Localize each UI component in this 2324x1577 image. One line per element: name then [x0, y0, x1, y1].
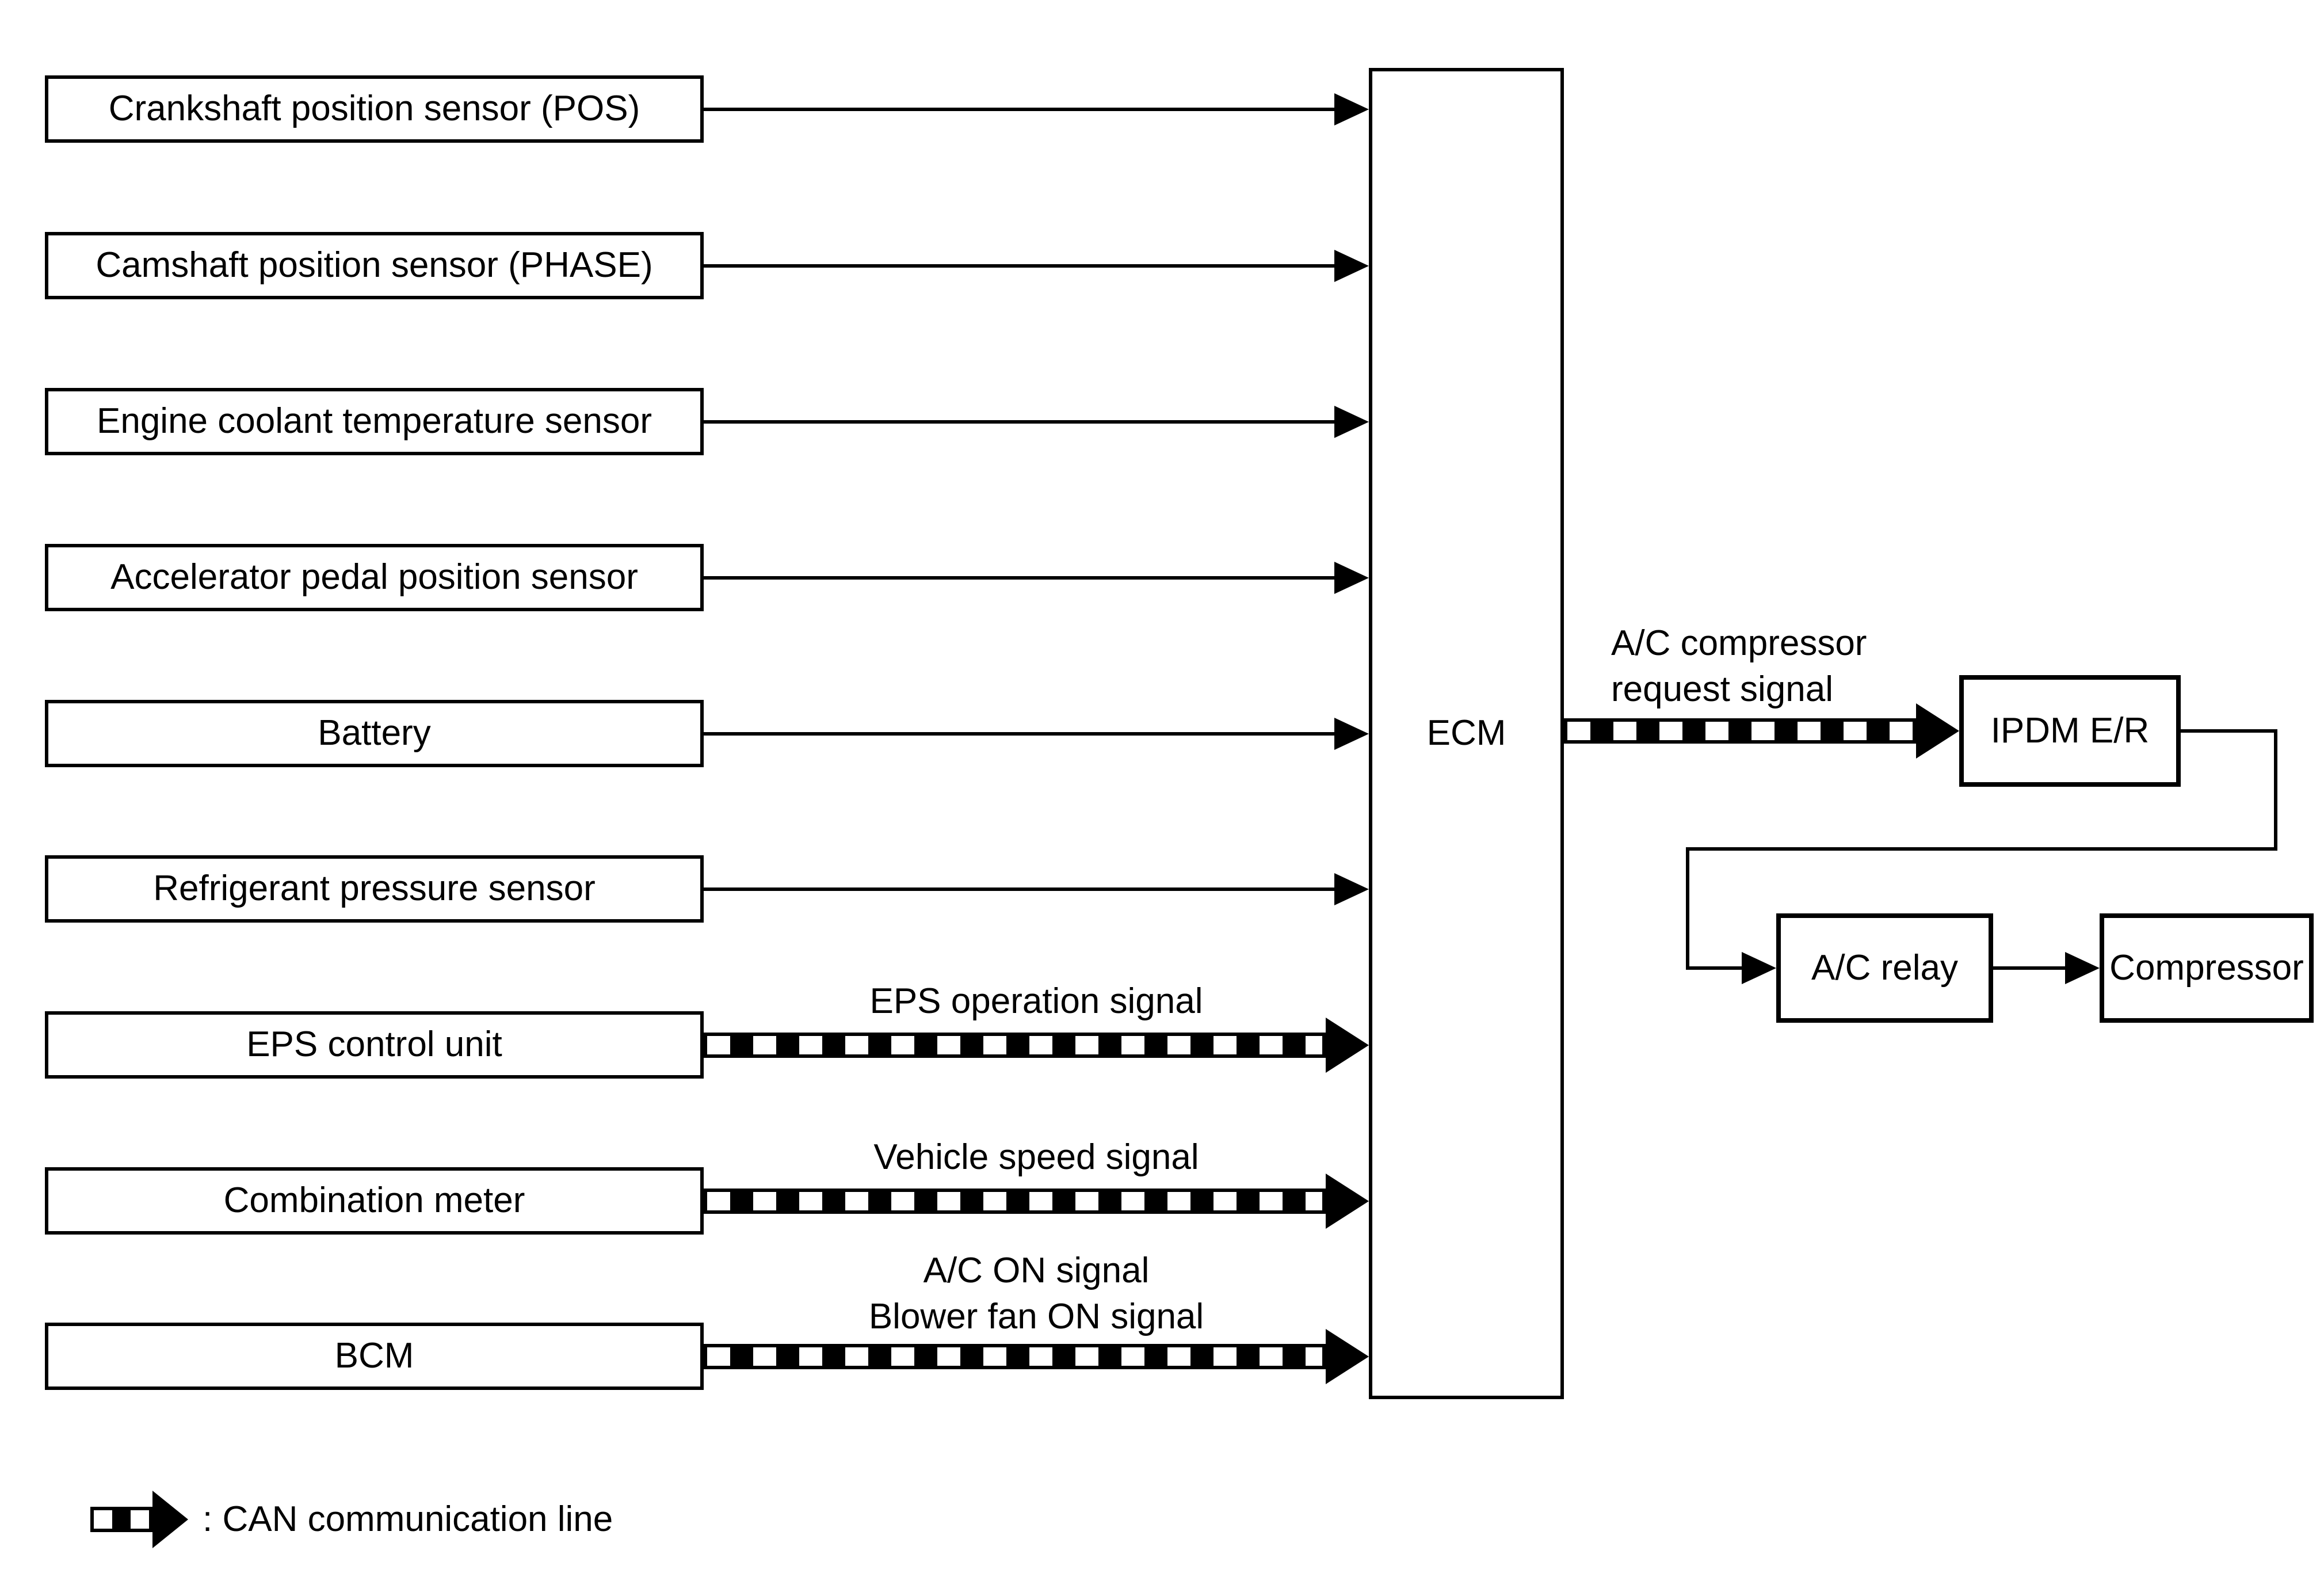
can-arrowhead-icon [1326, 1329, 1369, 1384]
can-arrowhead-icon [152, 1491, 188, 1548]
input-box-label: Crankshaft position sensor (POS) [108, 89, 640, 129]
solid-arrowhead-icon [1334, 93, 1369, 125]
solid-arrow-line [704, 264, 1337, 268]
ipdm-er-box: IPDM E/R [1959, 675, 2181, 787]
compressor-label: Compressor [2109, 947, 2304, 988]
solid-arrow-line [1993, 966, 2069, 970]
input-box-engine-coolant-temperature-sensor: Engine coolant temperature sensor [45, 388, 704, 455]
compressor-box: Compressor [2100, 913, 2314, 1023]
can-line [704, 1189, 1326, 1214]
input-box-label: BCM [334, 1336, 414, 1376]
solid-arrow-line [704, 732, 1337, 736]
input-box-combination-meter: Combination meter [45, 1167, 704, 1235]
signal-label-ac-on: A/C ON signal [923, 1251, 1150, 1290]
connector-segment [1686, 847, 2277, 851]
connector-segment [2274, 729, 2277, 851]
can-arrowhead-icon [1326, 1018, 1369, 1073]
solid-arrowhead-icon [1334, 718, 1369, 750]
ecm-box: ECM [1369, 68, 1564, 1399]
input-box-accelerator-pedal-position-sensor: Accelerator pedal position sensor [45, 544, 704, 611]
solid-arrowhead-icon [1742, 952, 1776, 984]
input-box-camshaft-position-sensor: Camshaft position sensor (PHASE) [45, 232, 704, 299]
solid-arrowhead-icon [1334, 406, 1369, 438]
connector-segment [1686, 847, 1689, 970]
input-box-label: Battery [318, 713, 431, 753]
can-arrowhead-icon [1916, 703, 1959, 759]
can-line [704, 1344, 1326, 1369]
signal-label-blower-fan-on: Blower fan ON signal [868, 1297, 1204, 1336]
solid-arrow-line [704, 420, 1337, 424]
solid-arrow-line [704, 887, 1337, 891]
input-box-label: Camshaft position sensor (PHASE) [96, 245, 653, 285]
solid-arrowhead-icon [2065, 952, 2100, 984]
can-line [1564, 718, 1916, 744]
input-box-label: Combination meter [223, 1180, 525, 1221]
connector-segment [1686, 966, 1745, 970]
input-box-label: EPS control unit [246, 1024, 502, 1065]
input-box-crankshaft-position-sensor: Crankshaft position sensor (POS) [45, 75, 704, 143]
signal-label-eps-operation: EPS operation signal [869, 981, 1203, 1021]
input-box-eps-control-unit: EPS control unit [45, 1011, 704, 1079]
connector-segment [2181, 729, 2277, 733]
input-box-battery: Battery [45, 700, 704, 767]
solid-arrowhead-icon [1334, 250, 1369, 282]
input-box-label: Refrigerant pressure sensor [153, 869, 596, 909]
input-box-bcm: BCM [45, 1323, 704, 1390]
signal-label-vehicle-speed: Vehicle speed signal [873, 1137, 1199, 1177]
solid-arrowhead-icon [1334, 562, 1369, 594]
solid-arrowhead-icon [1334, 873, 1369, 905]
can-arrowhead-icon [1326, 1174, 1369, 1229]
input-box-refrigerant-pressure-sensor: Refrigerant pressure sensor [45, 855, 704, 923]
can-line [704, 1033, 1326, 1058]
ac-relay-label: A/C relay [1811, 947, 1958, 988]
solid-arrow-line [704, 576, 1337, 580]
ecm-label: ECM [1426, 713, 1506, 753]
signal-label-compressor-request-line2: request signal [1611, 669, 1834, 709]
can-arrow-icon [90, 1507, 152, 1532]
solid-arrow-line [704, 108, 1337, 111]
input-box-label: Accelerator pedal position sensor [110, 557, 638, 597]
legend-text: : CAN communication line [203, 1499, 613, 1539]
ipdm-er-label: IPDM E/R [1990, 710, 2150, 751]
ac-relay-box: A/C relay [1776, 913, 1993, 1023]
input-box-label: Engine coolant temperature sensor [96, 401, 652, 441]
signal-label-compressor-request-line1: A/C compressor [1611, 623, 1867, 663]
